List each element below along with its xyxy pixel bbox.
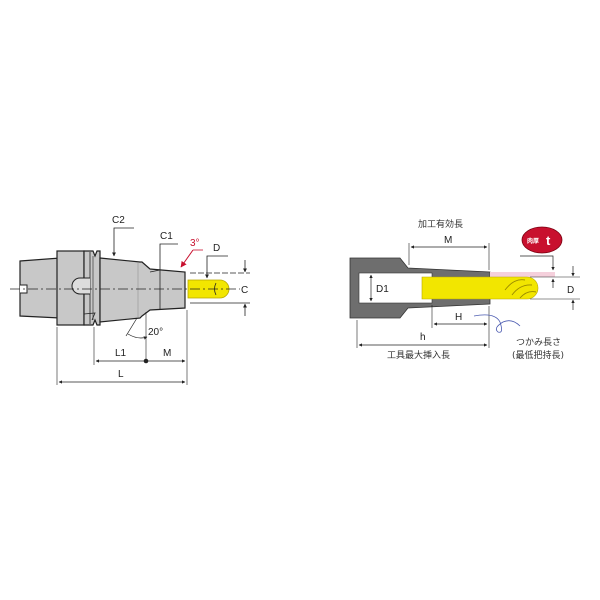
bore-cavity [358,272,433,304]
label-h-lower: h [420,332,426,343]
right-holder-section: D1 加工有効長 M 肉厚 t D H h 工具最大挿入長 [349,218,580,361]
label-d-left: D [213,243,220,254]
label-m-left: M [163,348,171,359]
left-holder-drawing: C2 C1 3° D C 20° L1 M L [10,215,250,385]
label-angle-3deg: 3° [190,238,200,249]
label-h-upper: H [455,312,462,323]
label-l: L [118,369,124,380]
label-d1: D1 [376,284,389,295]
endmill-tool [421,276,539,300]
label-angle-20deg: 20° [148,327,163,338]
label-l1: L1 [115,348,127,359]
label-min-grip: (最低把持長) [512,349,564,361]
label-c1: C1 [160,231,173,242]
label-grip-length: つかみ長さ [516,337,561,348]
label-effective-length: 加工有効長 [418,218,463,230]
label-max-insertion: 工具最大挿入長 [387,349,450,361]
label-m-right: M [444,235,452,246]
label-c: C [241,285,248,296]
label-c2: C2 [112,215,125,226]
svg-text:t: t [546,233,551,248]
svg-text:肉厚: 肉厚 [527,237,539,245]
wall-thickness-badge: 肉厚 t [521,226,563,254]
label-d-right: D [567,285,574,296]
wall-thickness-region [490,272,555,277]
holder-body [99,257,186,323]
